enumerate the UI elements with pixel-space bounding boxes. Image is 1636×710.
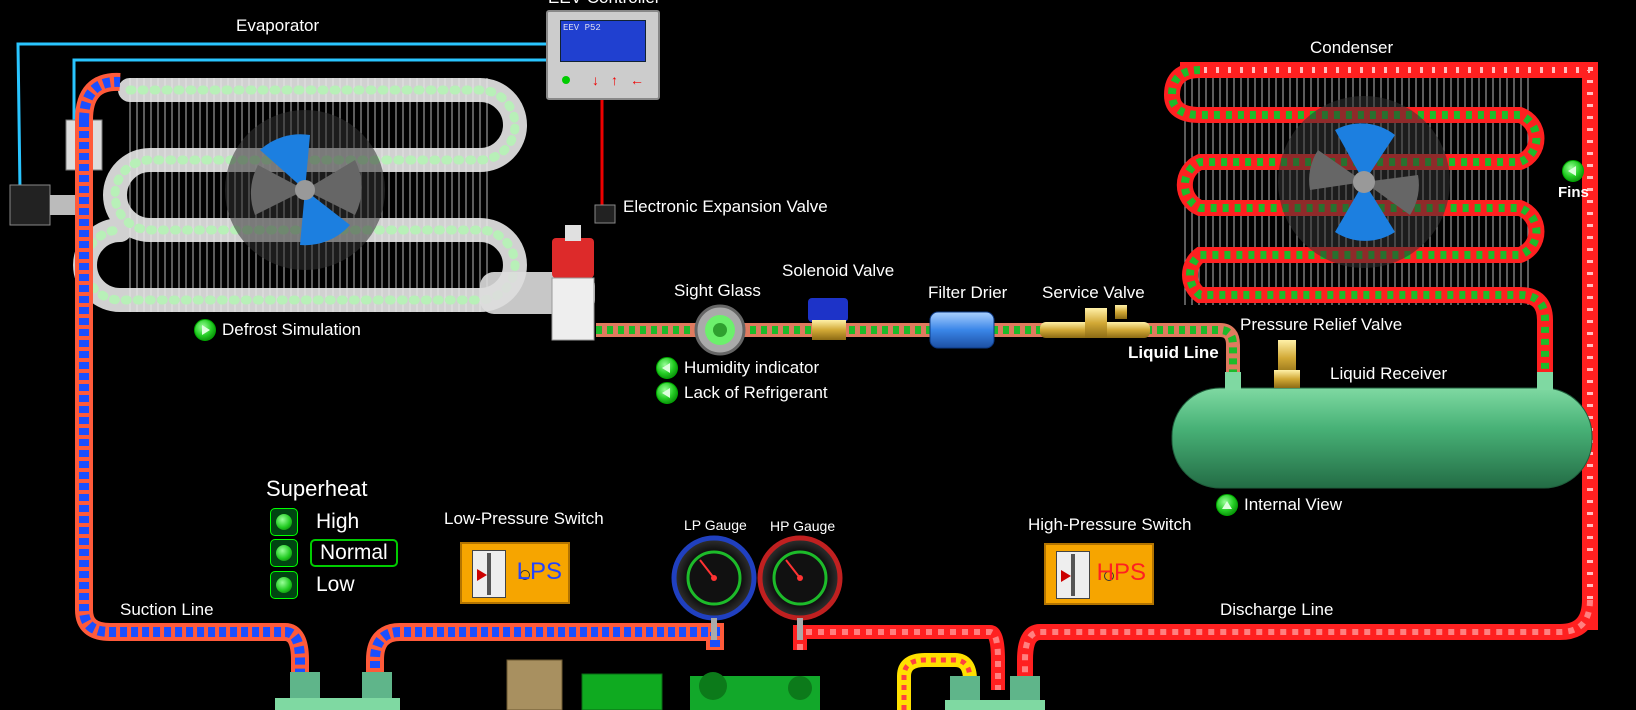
radio-button-icon (270, 571, 298, 599)
radio-button-icon (270, 539, 298, 567)
superheat-option-low[interactable]: Low (270, 571, 355, 599)
suction-line (75, 72, 724, 690)
eev-controller-label: EEV Controller (548, 0, 660, 8)
sight-glass (694, 304, 746, 356)
liquid-line (596, 323, 1240, 380)
superheat-option-high[interactable]: High (270, 508, 359, 536)
defrost-simulation-button[interactable]: Defrost Simulation (194, 319, 361, 341)
arrow-left-icon (656, 357, 678, 379)
liquid-receiver-label: Liquid Receiver (1330, 364, 1448, 383)
evaporator-coil (73, 78, 527, 312)
play-icon (194, 319, 216, 341)
low-pressure-switch[interactable]: LPS (460, 542, 570, 604)
superheat-option-normal[interactable]: Normal (270, 539, 398, 567)
internal-view-button[interactable]: Internal View (1216, 494, 1342, 516)
liquid-receiver (1171, 372, 1593, 489)
arrow-down-key[interactable]: ↓ (592, 72, 599, 88)
filter-drier-label: Filter Drier (928, 283, 1008, 302)
hp-gauge (757, 535, 843, 640)
filter-drier (929, 311, 995, 349)
high-pressure-switch-label: High-Pressure Switch (1028, 515, 1192, 534)
discharge-line (793, 599, 1598, 690)
pressure-transducer (9, 184, 51, 226)
arrow-left-key[interactable]: ← (630, 72, 644, 88)
fins-button[interactable]: Fins (1558, 160, 1589, 201)
liquid-line-label: Liquid Line (1128, 343, 1219, 362)
hp-gauge-label: HP Gauge (770, 518, 836, 534)
low-pressure-switch-label: Low-Pressure Switch (444, 509, 604, 528)
sensor-wires (16, 42, 546, 191)
solenoid-valve-label: Solenoid Valve (782, 261, 895, 280)
switch-dial-icon (1056, 551, 1090, 599)
controller-display: EEV P52 (560, 20, 646, 62)
hps-code: HPS (1096, 559, 1146, 586)
sight-glass-label: Sight Glass (674, 281, 761, 300)
electronic-expansion-valve (480, 204, 616, 341)
discharge-line-label: Discharge Line (1220, 600, 1334, 619)
power-indicator-icon (562, 76, 570, 84)
lp-gauge (671, 535, 757, 640)
electronic-expansion-valve-label: Electronic Expansion Valve (623, 197, 828, 216)
compressor-unit (275, 659, 1045, 710)
suction-line-label: Suction Line (120, 600, 214, 619)
arrow-up-key[interactable]: ↑ (611, 72, 618, 88)
solenoid-valve (808, 298, 848, 340)
humidity-indicator-button[interactable]: Humidity indicator (656, 357, 819, 379)
service-valve-label: Service Valve (1042, 283, 1145, 302)
pressure-relief-valve-label: Pressure Relief Valve (1240, 315, 1403, 334)
arrow-up-icon (1216, 494, 1238, 516)
service-valve (1040, 305, 1150, 338)
lps-code: LPS (516, 558, 562, 585)
arrow-left-icon (656, 382, 678, 404)
lp-gauge-label: LP Gauge (684, 517, 747, 533)
high-pressure-switch[interactable]: HPS (1044, 543, 1154, 605)
pressure-relief-valve (1274, 340, 1300, 388)
lack-of-refrigerant-button[interactable]: Lack of Refrigerant (656, 382, 828, 404)
superheat-title: Superheat (266, 476, 368, 501)
evaporator-label: Evaporator (236, 16, 320, 35)
eev-controller[interactable]: EEV P52 ↓ ↑ ← (546, 10, 660, 100)
arrow-left-icon (1562, 160, 1585, 182)
radio-button-icon (270, 508, 298, 536)
switch-dial-icon (472, 550, 506, 598)
condenser-label: Condenser (1310, 38, 1394, 57)
